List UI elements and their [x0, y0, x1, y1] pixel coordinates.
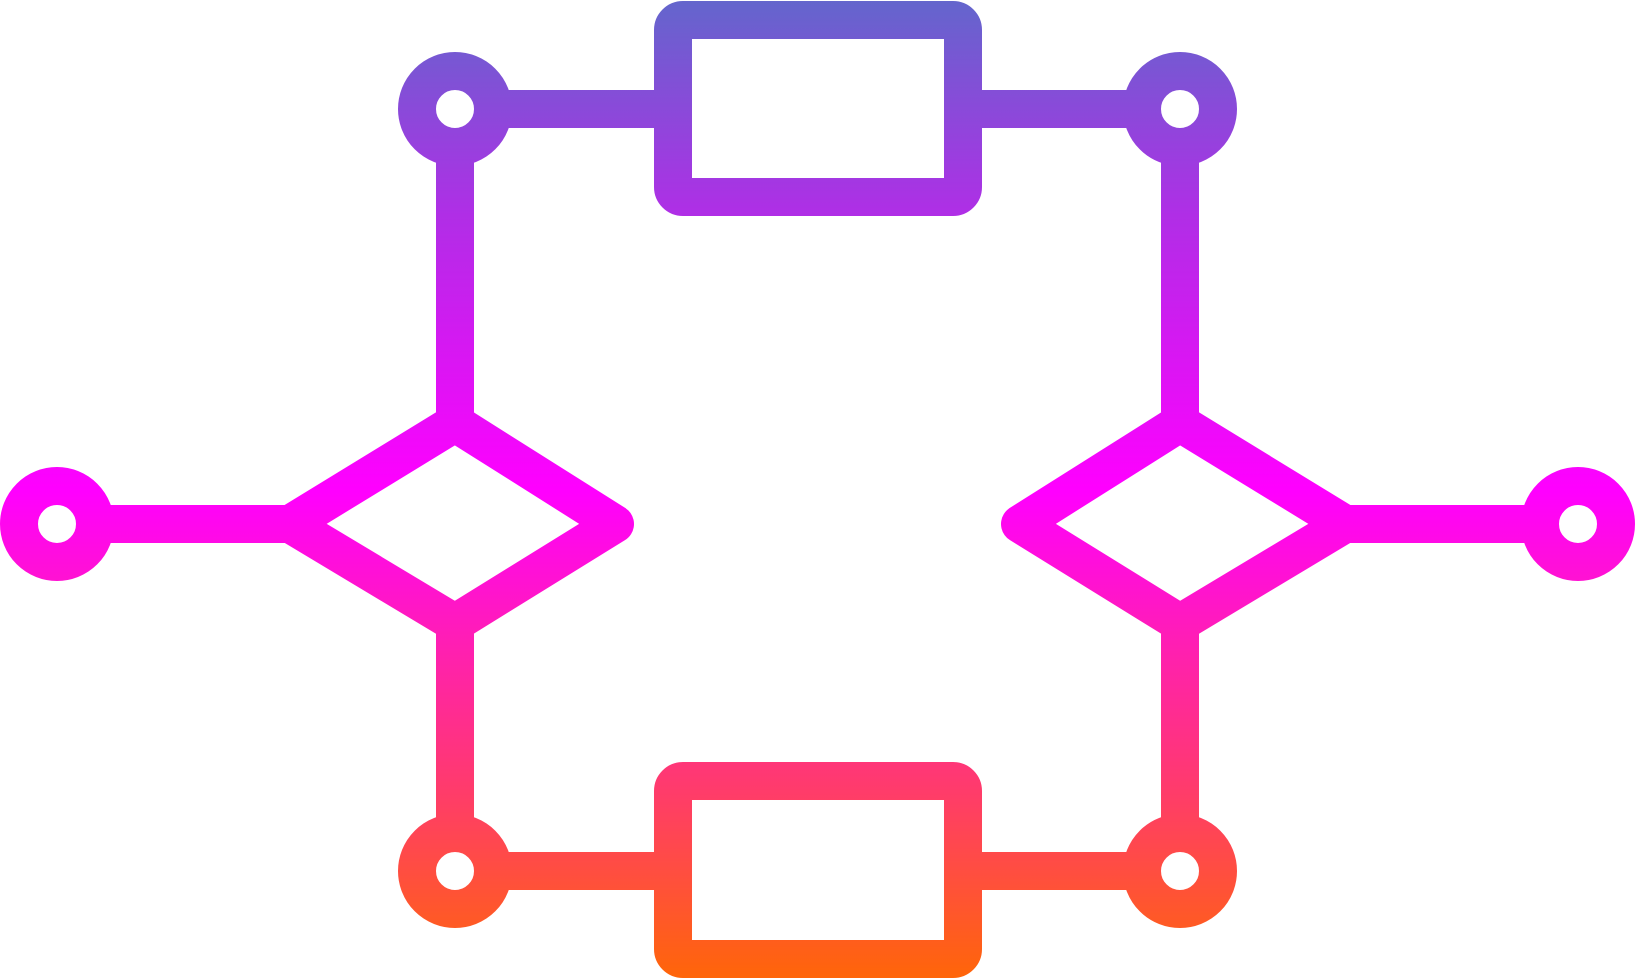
node-circle-top-right [1123, 52, 1237, 166]
process-box-bottom [654, 762, 982, 978]
node-circle-top-left [398, 52, 512, 166]
node-circle-far-right [1521, 467, 1635, 581]
node-circle-bottom-left [398, 814, 512, 928]
process-box-top [654, 1, 982, 216]
decision-diamond-right [1001, 404, 1364, 642]
decision-diamond-left [271, 404, 634, 642]
node-circle-far-left [0, 467, 114, 581]
node-circle-bottom-right [1123, 814, 1237, 928]
